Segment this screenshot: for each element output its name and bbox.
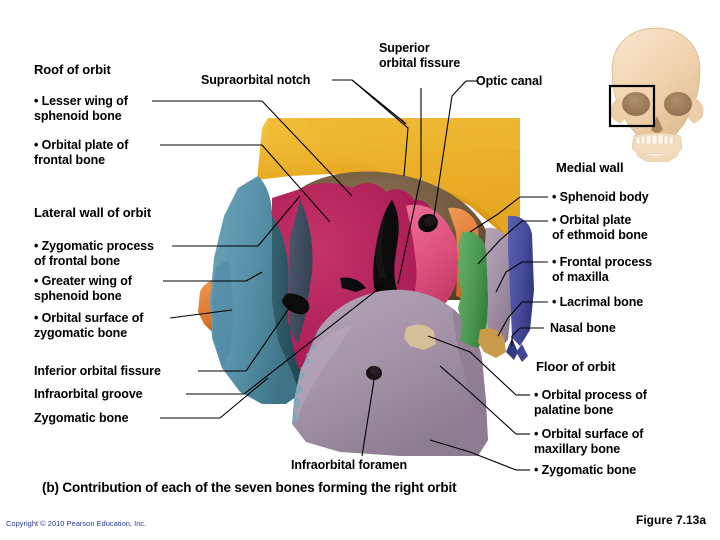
- label-optic-canal: Optic canal: [476, 74, 543, 88]
- optic-canal: [418, 213, 438, 233]
- heading-medial-wall: Medial wall: [556, 160, 624, 175]
- leader-sof-b: [397, 175, 422, 285]
- figure-number: Figure 7.13a: [636, 513, 707, 527]
- label-orbital-surface-maxillary: • Orbital surface of maxillary bone: [534, 427, 644, 456]
- orbit-highlight-box: [608, 84, 656, 128]
- sphenoid-body: [406, 204, 460, 321]
- leader-greater-wing-b: [245, 271, 263, 282]
- leader-iof-b: [245, 303, 293, 372]
- label-orbital-process-palatine: • Orbital process of palatine bone: [534, 388, 647, 417]
- heading-floor-of-orbit: Floor of orbit: [536, 359, 616, 374]
- label-superior-orbital-fissure: Superior orbital fissure: [379, 41, 461, 70]
- leader-orbital-surface-zyg: [169, 309, 233, 319]
- leader-lesser-wing-b: [261, 100, 353, 197]
- infraorbital-foramen: [366, 366, 382, 380]
- leader-iofor: [361, 379, 375, 457]
- label-orbital-plate-frontal: • Orbital plate of frontal bone: [34, 138, 129, 167]
- frontal-bone-region: [257, 118, 520, 252]
- label-frontal-process-maxilla: • Frontal process of maxilla: [552, 255, 652, 284]
- label-infraorbital-foramen: Infraorbital foramen: [291, 458, 408, 472]
- label-orbital-plate-ethmoid: • Orbital plate of ethmoid bone: [552, 213, 648, 242]
- label-sphenoid-body: • Sphenoid body: [552, 190, 649, 204]
- leader-frontproc-b: [495, 261, 523, 293]
- leader-ethmoid-b: [477, 220, 523, 265]
- label-lesser-wing-sphenoid: • Lesser wing of sphenoid bone: [34, 94, 128, 123]
- nasal-bone: [506, 215, 534, 362]
- skull-thumbnail: [608, 27, 704, 162]
- leader-maxsurface-b: [439, 365, 517, 435]
- copyright-notice: Copyright © 2010 Pearson Education, Inc.: [6, 519, 147, 528]
- leader-zygbone-b: [219, 377, 269, 419]
- leader-sphbody-b: [469, 196, 521, 233]
- lacrimal-bone: [478, 328, 506, 358]
- leader-optic-b: [433, 80, 467, 217]
- label-inferior-orbital-fissure: Inferior orbital fissure: [34, 364, 161, 378]
- label-orbital-surface-zygomatic: • Orbital surface of zygomatic bone: [34, 311, 144, 340]
- label-nasal-bone: Nasal bone: [550, 321, 616, 335]
- leader-palatine-b: [427, 335, 517, 396]
- orbital-process-palatine-bone: [404, 324, 436, 350]
- leader-zygfloor-b: [429, 439, 517, 471]
- heading-lateral-wall: Lateral wall of orbit: [34, 205, 152, 220]
- leader-zyg-process-b: [257, 195, 301, 247]
- label-zygomatic-bone-left: Zygomatic bone: [34, 411, 129, 425]
- label-infraorbital-groove: Infraorbital groove: [34, 387, 143, 401]
- label-supraorbital-notch: Supraorbital notch: [201, 73, 311, 87]
- label-zygomatic-bone-floor: • Zygomatic bone: [534, 463, 637, 477]
- zygomatic-bone: [210, 176, 313, 404]
- label-greater-wing-sphenoid: • Greater wing of sphenoid bone: [34, 274, 132, 303]
- label-lacrimal-bone: • Lacrimal bone: [552, 295, 644, 309]
- leader-lacrimal-b: [497, 301, 523, 337]
- leader-nasal-b: [511, 327, 521, 346]
- leader-supraorbital-c: [351, 79, 409, 177]
- leader-lines: [152, 79, 548, 471]
- figure-caption: (b) Contribution of each of the seven bo…: [42, 480, 457, 495]
- leader-orbital-plate-b: [261, 144, 331, 223]
- leader-iog-b: [243, 285, 383, 395]
- label-zygomatic-process-frontal: • Zygomatic process of frontal bone: [34, 239, 154, 268]
- heading-roof-of-orbit: Roof of orbit: [34, 62, 111, 77]
